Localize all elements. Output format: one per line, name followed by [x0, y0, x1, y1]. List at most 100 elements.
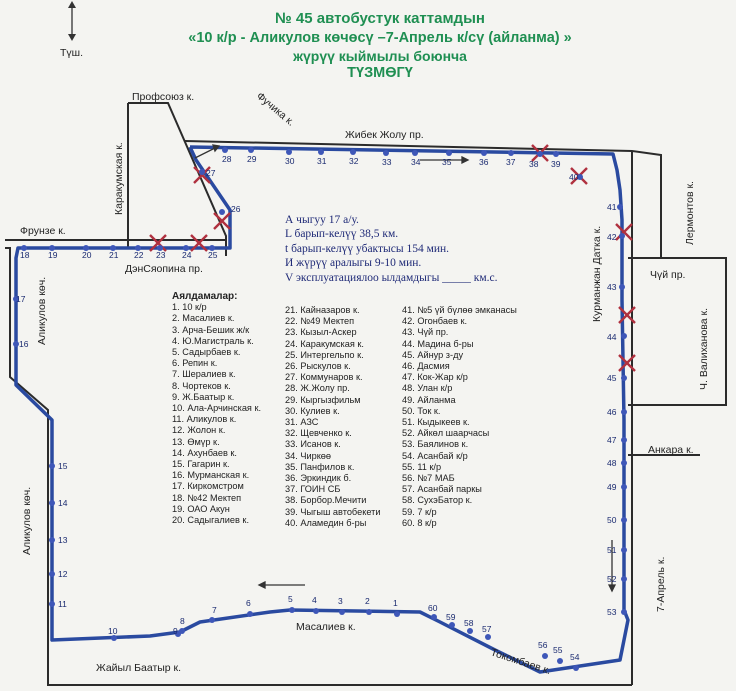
info-line-3: t барып-келүү убактысы 154 мин. [285, 242, 450, 255]
closed-stop-icon [618, 306, 636, 324]
stops-legend-column-1: Аялдамалар: 1. 10 к/р 2. Масалиев к. 3. … [172, 291, 261, 526]
legend-item: 45. Айнур з-ду [402, 349, 464, 360]
stop-number: 47 [607, 435, 617, 445]
legend-item: 40. Аламедин б-ры [285, 517, 367, 528]
legend-item: 17. Киркомстром [172, 481, 244, 492]
stop-number: 59 [446, 612, 456, 622]
legend-item: 48. Улан к/р [402, 383, 453, 394]
stop-number: 23 [156, 250, 166, 260]
stop-number: 46 [607, 407, 617, 417]
stop-number: 41 [607, 202, 617, 212]
legend-item: 44. Мадина б-ры [402, 338, 474, 349]
stop-number: 35 [442, 157, 452, 167]
info-line-2: L барып-келүү 38,5 км. [285, 228, 399, 241]
legend-item: 58. СухэБатор к. [402, 495, 473, 506]
stop-number: 58 [464, 618, 474, 628]
legend-item: 42. Огонбаев к. [402, 316, 468, 327]
legend-item: 37. ГОИН СБ [285, 484, 341, 495]
street-label: 7-Апрель к. [655, 557, 667, 612]
legend-item: 16. Мурманская к. [172, 470, 250, 481]
stop-number: 51 [607, 545, 617, 555]
legend-item: 18. №42 Мектеп [172, 492, 242, 503]
street-label: Ч. Валиханова к. [698, 308, 710, 390]
stop-number: 19 [48, 250, 58, 260]
legend-item: 23. Кызыл-Аскер [285, 327, 357, 338]
stop-number: 13 [58, 535, 68, 545]
stop-number: 3 [338, 596, 343, 606]
stop-number: 38 [529, 159, 539, 169]
street-label: Жайыл Баатыр к. [96, 662, 181, 674]
stop-number: 37 [506, 157, 516, 167]
legend-item: 4. Ю.Магистраль к. [172, 335, 254, 346]
route-info: А чыгуу 17 а/у. L барып-келүү 38,5 км. t… [285, 213, 498, 285]
stop-number: 4 [312, 595, 317, 605]
stop-number: 2 [365, 596, 370, 606]
stop-number: 22 [134, 250, 144, 260]
legend-item: 32. Щевченко к. [285, 428, 352, 439]
title-line-4: ТҮЗМӨГҮ [347, 65, 413, 81]
street-label: Жибек Жолу пр. [345, 129, 424, 141]
legend-heading: Аялдамалар: [172, 291, 238, 302]
street-label: Профсоюз к. [132, 91, 194, 103]
stop-number: 57 [482, 624, 492, 634]
stop-number: 12 [58, 569, 68, 579]
info-line-1: А чыгуу 17 а/у. [285, 214, 359, 226]
stop-number: 33 [382, 157, 392, 167]
stop-number: 45 [607, 373, 617, 383]
stop-number: 52 [607, 574, 617, 584]
stop-number: 15 [58, 461, 68, 471]
stop-number: 43 [607, 282, 617, 292]
legend-item: 20. Садыгалиев к. [172, 515, 250, 526]
street-label: Аликулов көч. [21, 487, 33, 555]
stop-number: 16 [19, 339, 29, 349]
legend-item: 3. Арча-Бешик ж/к [172, 324, 250, 335]
title-line-3: жүрүү кыймылы боюнча [293, 48, 467, 64]
stop-number: 27 [206, 168, 216, 178]
street-label: Аликулов көч. [36, 277, 48, 345]
street-label: Фрунзе к. [20, 225, 66, 237]
closed-stop-icon [213, 212, 231, 230]
compass-label: Түш. [60, 47, 83, 59]
stops-legend-column-3: 41. №5 үй бүлөө эмканасы 42. Огонбаев к.… [402, 305, 517, 529]
legend-item: 26. Рыскулов к. [285, 361, 351, 372]
legend-item: 52. Айкөл шаарчасы [402, 428, 490, 439]
closed-stop-icon [190, 234, 208, 252]
stop-number: 20 [82, 250, 92, 260]
legend-item: 1. 10 к/р [172, 302, 207, 313]
legend-item: 13. Өмүр к. [172, 436, 220, 447]
compass-arrow-icon [68, 1, 76, 41]
stop-number: 28 [222, 154, 232, 164]
stop-numbers: 1 2 3 4 5 6 7 8 9 10 11 12 13 14 15 16 1… [16, 154, 617, 662]
stop-number: 40 [569, 172, 579, 182]
stop-number: 32 [349, 156, 359, 166]
closed-stop-icon [149, 234, 167, 252]
stop-number: 21 [109, 250, 119, 260]
title-line-2: «10 к/р - Аликулов көчөсү –7-Апрель к/сү… [188, 30, 572, 46]
stop-number: 39 [551, 159, 561, 169]
stop-number: 55 [553, 645, 563, 655]
stop-number: 34 [411, 157, 421, 167]
legend-item: 55. 11 к/р [402, 461, 442, 472]
route-line [14, 145, 630, 674]
stops-legend-column-2: 21. Кайназаров к. 22. №49 Мектеп 23. Кыз… [285, 305, 380, 529]
stop-number: 25 [208, 250, 218, 260]
title-line-1: № 45 автобустук каттамдын [275, 10, 485, 27]
stop-number: 29 [247, 154, 257, 164]
legend-item: 21. Кайназаров к. [285, 305, 360, 315]
stop-number: 10 [108, 626, 118, 636]
closed-stop-icon [615, 223, 633, 241]
legend-item: 8. Чортеков к. [172, 380, 231, 391]
street-label: Лермонтов к. [684, 181, 696, 245]
street-label: Каракумская к. [113, 142, 125, 215]
legend-item: 15. Гагарин к. [172, 459, 230, 470]
stop-number: 54 [570, 652, 580, 662]
stop-number: 17 [16, 294, 26, 304]
legend-item: 35. Панфилов к. [285, 461, 355, 472]
stop-number: 49 [607, 482, 617, 492]
legend-item: 7. Шералиев к. [172, 369, 236, 380]
legend-item: 28. Ж.Жолу пр. [285, 383, 350, 394]
legend-item: 56. №7 МАБ [402, 473, 455, 484]
legend-item: 60. 8 к/р [402, 517, 437, 528]
stop-number: 6 [246, 598, 251, 608]
